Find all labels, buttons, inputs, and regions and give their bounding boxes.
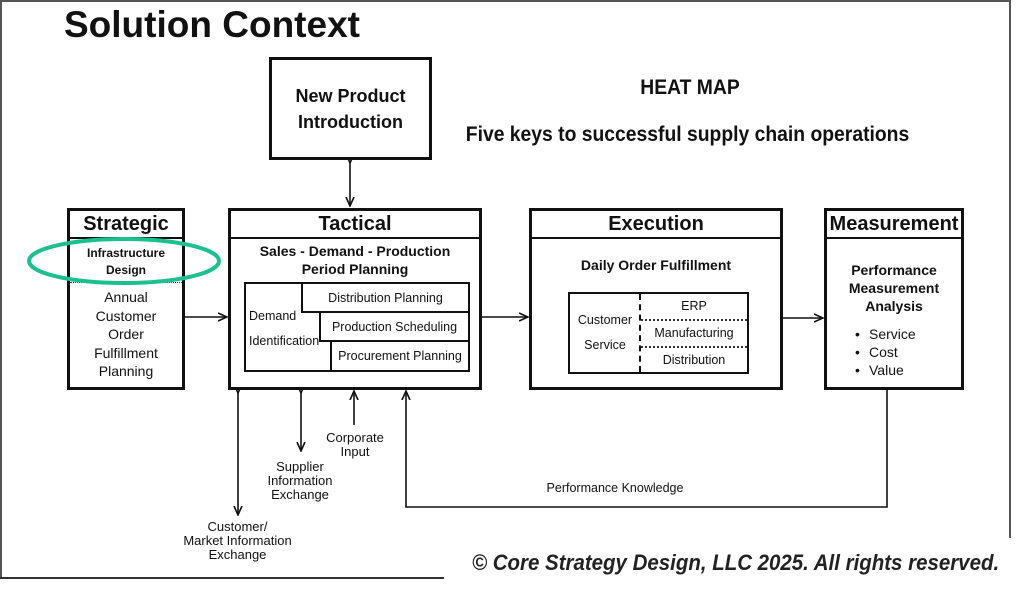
frame-left-border (0, 0, 2, 579)
tactical-subtitle-line1: Sales - Demand - Production (259, 243, 451, 259)
customer-line1: Customer (577, 313, 633, 327)
strategic-box: Strategic Infrastructure Design Annual C… (67, 208, 185, 390)
tactical-header: Tactical (231, 211, 479, 239)
corporate-line: Input (340, 444, 370, 459)
customer-service: Customer Service (570, 308, 640, 358)
page-title: Solution Context (64, 4, 360, 45)
copyright-text: © Core Strategy Design, LLC 2025. All ri… (472, 550, 1000, 575)
procurement-planning: Procurement Planning (330, 340, 470, 372)
bullet-item: Cost (855, 343, 961, 361)
tactical-box: Tactical Sales - Demand - Production Per… (228, 208, 482, 390)
infra-line2: Design (105, 263, 146, 277)
corporate-input-label: Corporate Input (323, 431, 387, 459)
strategic-body-line: Order (108, 326, 144, 342)
new-product-introduction-box: New Product Introduction (269, 57, 432, 160)
strategic-header: Strategic (70, 211, 182, 239)
execution-inner-block: Customer Service ERP Manufacturing Distr… (568, 292, 749, 374)
customer-market-label: Customer/ Market Information Exchange (170, 520, 305, 562)
bullet-item: Service (855, 325, 961, 343)
measurement-box: Measurement Performance Measurement Anal… (824, 208, 964, 390)
distribution-cell: Distribution (662, 353, 726, 367)
frame-top-border (0, 0, 1011, 2)
customer-market-line: Exchange (208, 547, 267, 562)
supplier-line: Exchange (271, 487, 329, 502)
measurement-subtitle-line: Measurement (848, 280, 940, 296)
tactical-subtitle-line2: Period Planning (301, 261, 409, 277)
customer-market-line: Customer/ (207, 519, 268, 534)
infra-line1: Infrastructure (86, 246, 166, 260)
manufacturing-cell: Manufacturing (641, 321, 747, 348)
npi-line1: New Product (295, 85, 406, 106)
npi-line2: Introduction (298, 111, 403, 132)
distribution-planning: Distribution Planning (301, 282, 470, 313)
customer-line2: Service (584, 338, 626, 352)
measurement-subtitle-line: Performance (851, 262, 937, 278)
performance-knowledge-label: Performance Knowledge (546, 481, 684, 495)
strategic-body-line: Fulfillment (94, 344, 158, 361)
strategic-body-line: Planning (98, 363, 154, 379)
demand-line2: Identification (249, 334, 320, 348)
execution-box: Execution Daily Order Fulfillment Custom… (529, 208, 783, 390)
measurement-header: Measurement (827, 211, 961, 239)
execution-subtitle: Daily Order Fulfillment (580, 257, 732, 273)
supplier-line: Supplier (276, 459, 324, 474)
execution-header: Execution (532, 211, 780, 239)
copyright-area: © Core Strategy Design, LLC 2025. All ri… (444, 538, 1024, 592)
heat-map-label: HEAT MAP (640, 76, 740, 99)
supplier-line: Information (267, 473, 333, 488)
demand-identification: Demand Identification (249, 304, 319, 354)
strategic-body: Annual Customer Order Fulfillment Planni… (70, 283, 182, 381)
tactical-planning-block: Demand Identification Distribution Plann… (244, 282, 470, 372)
strategic-body-line: Customer (95, 307, 157, 324)
performance-knowledge-loop (406, 390, 888, 508)
tactical-subtitle: Sales - Demand - Production Period Plann… (231, 239, 479, 278)
measurement-subtitle-line: Analysis (865, 298, 923, 314)
measurement-bullets: Service Cost Value (827, 325, 961, 379)
bullet-item: Value (855, 361, 961, 379)
measurement-subtitle: Performance Measurement Analysis (827, 239, 961, 315)
page-subtitle: Five keys to successful supply chain ope… (465, 123, 910, 146)
dashed-divider (639, 294, 641, 372)
demand-line1: Demand (249, 309, 297, 323)
corporate-line: Corporate (326, 430, 384, 445)
frame-right-border (1009, 0, 1011, 538)
erp-cell: ERP (641, 294, 747, 321)
customer-market-line: Market Information (183, 533, 292, 548)
supplier-label: Supplier Information Exchange (264, 460, 336, 502)
production-scheduling: Production Scheduling (319, 311, 470, 342)
strategic-body-line: Annual (104, 289, 148, 305)
infrastructure-design: Infrastructure Design (70, 239, 182, 283)
frame-bottom-border (0, 577, 444, 579)
